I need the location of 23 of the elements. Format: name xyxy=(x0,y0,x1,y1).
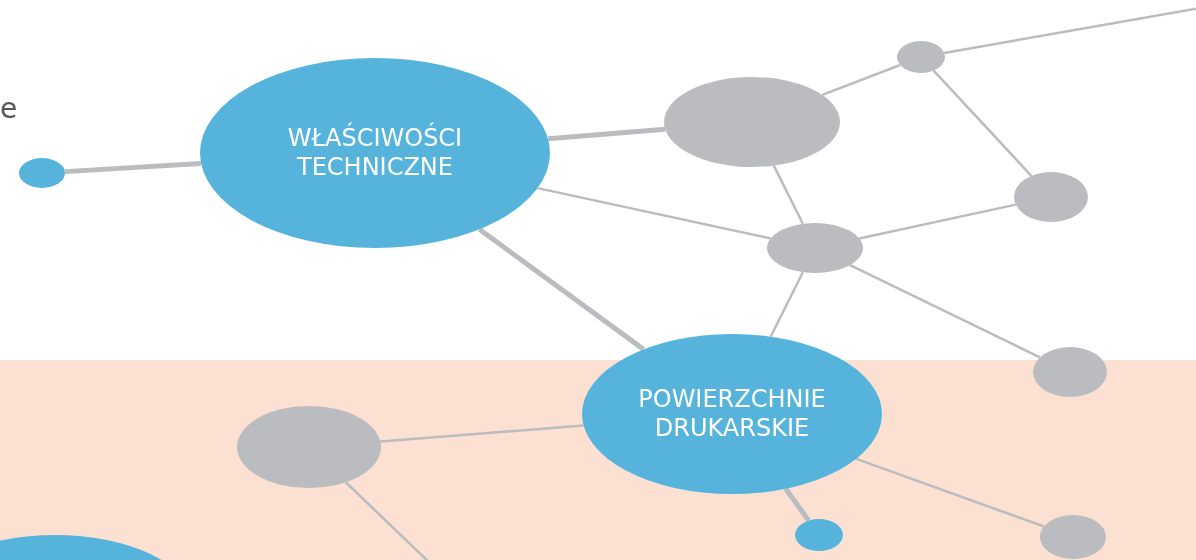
ellipse-node xyxy=(19,158,65,188)
node-label: WŁAŚCIWOŚCI TECHNICZNE xyxy=(286,124,464,182)
connector-line xyxy=(772,165,804,225)
connector-line xyxy=(932,69,1033,177)
connector-line xyxy=(537,186,771,240)
ellipse-node xyxy=(767,223,863,273)
ellipse-node xyxy=(897,41,945,73)
connector-line xyxy=(821,63,901,97)
ellipse-node xyxy=(1033,347,1107,397)
ellipse-node xyxy=(1040,515,1106,559)
connector-line xyxy=(477,227,646,352)
connector-line xyxy=(855,457,1045,528)
connector-line xyxy=(547,126,666,142)
connector-line xyxy=(64,160,202,175)
ellipse-node xyxy=(795,519,843,551)
connector-line xyxy=(944,6,1196,55)
connector-line xyxy=(380,424,584,443)
text-fragment: e xyxy=(0,92,18,125)
connector-line xyxy=(783,487,811,523)
connector-line xyxy=(769,271,804,338)
connector-line xyxy=(849,263,1041,359)
connector-line xyxy=(859,203,1017,240)
node-label: POWIERZCHNIE DRUKARSKIE xyxy=(637,385,827,443)
